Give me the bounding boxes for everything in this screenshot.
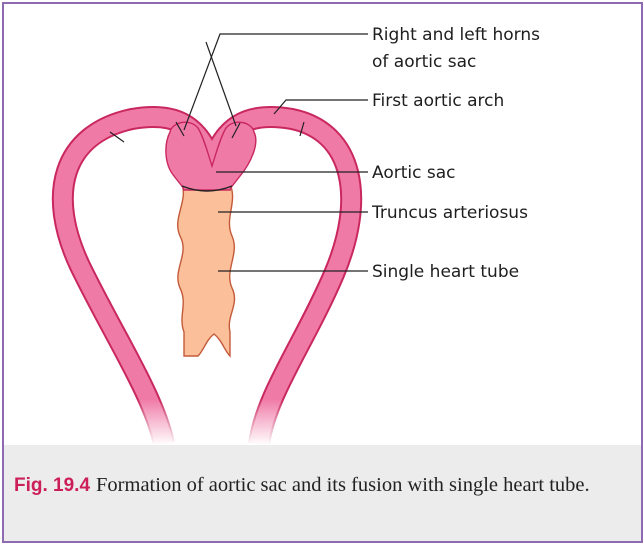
label-first-aortic-arch: First aortic arch xyxy=(372,91,504,111)
label-aortic-sac: Aortic sac xyxy=(372,163,455,183)
label-truncus-arteriosus: Truncus arteriosus xyxy=(371,203,528,223)
label-horns-line1: Right and left horns xyxy=(372,25,540,45)
leader-horns-branch xyxy=(206,42,236,126)
aortic-sac-diagram: Right and left horns of aortic sac First… xyxy=(4,4,641,445)
label-single-heart-tube: Single heart tube xyxy=(372,262,519,282)
arch-fade xyxy=(124,399,304,445)
caption-text: Formation of aortic sac and its fusion w… xyxy=(96,474,590,496)
figure-caption: Fig. 19.4 Formation of aortic sac and its… xyxy=(14,470,622,501)
single-heart-tube-shape xyxy=(178,184,235,356)
label-horns-line2: of aortic sac xyxy=(372,52,476,72)
figure-number: Fig. 19.4 xyxy=(14,475,90,496)
